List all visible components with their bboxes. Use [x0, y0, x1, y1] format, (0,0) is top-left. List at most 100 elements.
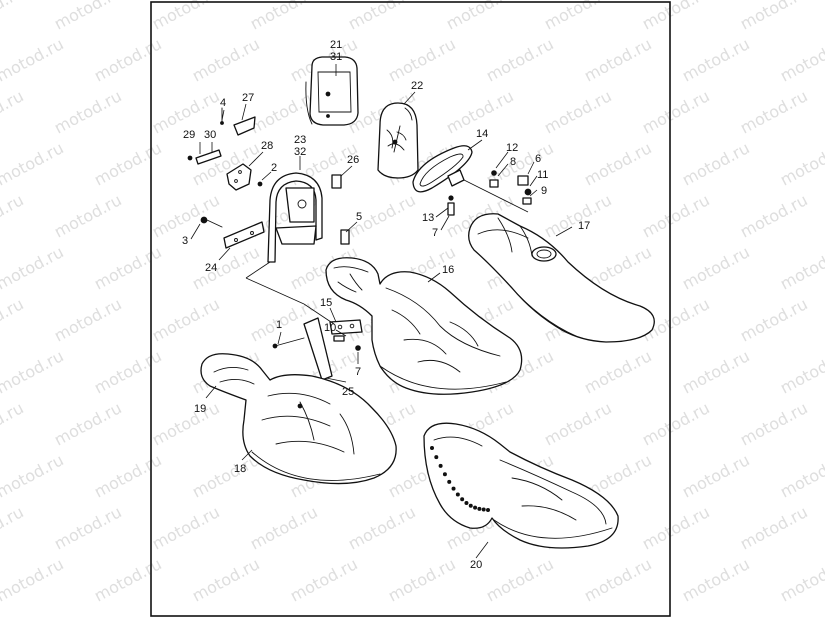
watermark-text: motod.ru [91, 242, 165, 293]
watermark-text: motod.ru [0, 190, 27, 241]
watermark-text: motod.ru [777, 450, 825, 501]
seat-stud [481, 507, 486, 512]
watermark-text: motod.ru [91, 34, 165, 85]
watermark-text: motod.ru [679, 34, 753, 85]
watermark-text: motod.ru [51, 0, 125, 34]
callout-14: 14 [476, 128, 488, 140]
watermark-text: motod.ru [385, 554, 459, 605]
watermark-text: motod.ru [679, 346, 753, 397]
callout-9: 9 [541, 185, 547, 197]
callout-17: 17 [578, 220, 590, 232]
callout-32: 32 [294, 146, 306, 158]
backrest-pad [305, 56, 359, 126]
callout-25: 25 [342, 386, 354, 398]
seat-stud [464, 500, 469, 505]
watermark-text: motod.ru [51, 502, 125, 553]
watermark-text: motod.ru [149, 0, 223, 34]
watermark-text: motod.ru [679, 138, 753, 189]
callout-7-top: 7 [432, 227, 438, 239]
hardware-top-right [447, 170, 532, 216]
callout-7-bottom: 7 [355, 366, 361, 378]
seat-stud [442, 472, 447, 477]
seat-stud [434, 455, 439, 460]
callout-labels: 21 31 22 4 27 29 30 28 2 23 32 26 14 12 … [182, 39, 590, 571]
callout-1: 1 [276, 319, 282, 331]
watermark-text: motod.ru [581, 554, 655, 605]
watermark-text: motod.ru [0, 554, 67, 605]
watermark-text: motod.ru [581, 346, 655, 397]
callout-12: 12 [506, 142, 518, 154]
watermark-text: motod.ru [51, 86, 125, 137]
seat-stud [438, 463, 443, 468]
watermark-text: motod.ru [777, 346, 825, 397]
seat-stud [473, 505, 478, 510]
watermark-text: motod.ru [737, 294, 811, 345]
callout-20: 20 [470, 559, 482, 571]
leader-lines [190, 64, 573, 559]
watermark-text: motod.ru [345, 0, 419, 34]
watermark-text: motod.ru [51, 398, 125, 449]
watermark-text: motod.ru [737, 398, 811, 449]
watermark-text: motod.ru [737, 502, 811, 553]
watermark-text: motod.ru [679, 554, 753, 605]
callout-15: 15 [320, 297, 332, 309]
watermark-text: motod.ru [483, 34, 557, 85]
callout-28: 28 [261, 140, 273, 152]
side-mount-plate [200, 216, 265, 249]
watermark-text: motod.ru [91, 450, 165, 501]
watermark-text: motod.ru [541, 0, 615, 34]
watermark-text: motod.ru [51, 294, 125, 345]
seat-stud [451, 486, 456, 491]
watermark-text: motod.ru [639, 0, 713, 34]
seat-stud [455, 492, 460, 497]
watermark-text: motod.ru [51, 190, 125, 241]
watermark-text: motod.ru [0, 34, 67, 85]
callout-2: 2 [271, 162, 277, 174]
watermark-text: motod.ru [639, 86, 713, 137]
callout-4: 4 [220, 97, 226, 109]
callout-8: 8 [510, 156, 516, 168]
touring-seat-left [200, 353, 397, 485]
callout-5: 5 [356, 211, 362, 223]
watermark-text: motod.ru [91, 554, 165, 605]
touring-seat-center [325, 257, 523, 395]
watermark-text: motod.ru [189, 554, 263, 605]
watermark-text: motod.ru [737, 0, 811, 34]
watermark-text: motod.ru [247, 502, 321, 553]
callout-6: 6 [535, 153, 541, 165]
watermark-text: motod.ru [0, 294, 27, 345]
seat-stud [468, 503, 473, 508]
watermark-text: motod.ru [541, 398, 615, 449]
callout-18: 18 [234, 463, 246, 475]
watermark-text: motod.ru [189, 34, 263, 85]
watermark-text: motod.ru [679, 242, 753, 293]
watermark-text: motod.ru [0, 502, 27, 553]
callout-29: 29 [183, 129, 195, 141]
watermark-text: motod.ru [639, 190, 713, 241]
watermark-text: motod.ru [0, 346, 67, 397]
watermark-text: motod.ru [0, 0, 27, 34]
watermark-text: motod.ru [149, 398, 223, 449]
watermark-text: motod.ru [91, 346, 165, 397]
sissy-bar-upright [267, 172, 342, 263]
callout-26: 26 [347, 154, 359, 166]
watermark-text: motod.ru [189, 242, 263, 293]
seat-stud [477, 506, 482, 511]
watermark-text: motod.ru [737, 190, 811, 241]
watermark-text: motod.ru [149, 190, 223, 241]
watermark-text: motod.ru [777, 554, 825, 605]
watermark-text: motod.ru [0, 86, 27, 137]
watermark-text: motod.ru [287, 554, 361, 605]
callout-10: 10 [324, 322, 336, 334]
watermark-text: motod.ru [639, 398, 713, 449]
callout-31: 31 [330, 51, 342, 63]
callout-11: 11 [537, 169, 548, 181]
watermark-text: motod.ru [149, 502, 223, 553]
diagram-border [150, 1, 671, 617]
callout-13: 13 [422, 212, 434, 224]
watermark-text: motod.ru [385, 34, 459, 85]
hardware-top-left [187, 107, 263, 191]
solo-seat-top-right [468, 213, 655, 343]
seat-stud [460, 497, 465, 502]
